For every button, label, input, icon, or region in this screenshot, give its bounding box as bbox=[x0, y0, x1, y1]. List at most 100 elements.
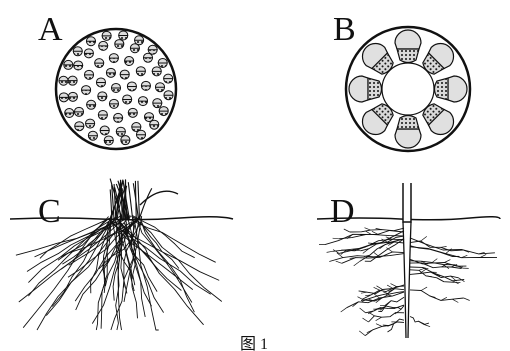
dicot-stem-cross-section bbox=[346, 27, 470, 151]
vascular-bundle bbox=[141, 81, 150, 90]
vascular-bundle bbox=[65, 109, 74, 118]
rootlet bbox=[376, 324, 382, 327]
vascular-bundle bbox=[102, 31, 111, 40]
monocot-stem-cross-section bbox=[56, 29, 176, 149]
vascular-bundle bbox=[395, 116, 421, 149]
vascular-bundle bbox=[143, 53, 152, 62]
panel-label-a: A bbox=[38, 11, 63, 48]
rootlet bbox=[365, 231, 371, 235]
vascular-bundle bbox=[153, 99, 162, 108]
rootlet bbox=[395, 309, 401, 314]
vascular-bundle bbox=[128, 108, 137, 117]
vascular-bundle bbox=[136, 67, 145, 76]
grass-blade bbox=[140, 191, 178, 205]
rootlet bbox=[480, 254, 486, 257]
lateral-root bbox=[369, 313, 405, 322]
rootlet bbox=[327, 251, 333, 252]
rootlet bbox=[333, 238, 339, 239]
vascular-bundle bbox=[88, 131, 97, 140]
vascular-bundle bbox=[150, 120, 159, 129]
figure-caption: 图 1 bbox=[240, 336, 268, 351]
vascular-bundle bbox=[158, 58, 167, 67]
vascular-bundle bbox=[68, 92, 77, 101]
rootlet bbox=[354, 261, 360, 266]
rootlet bbox=[360, 308, 366, 313]
vascular-bundle bbox=[114, 113, 123, 122]
stem-d bbox=[403, 183, 411, 222]
vascular-bundle bbox=[125, 57, 134, 66]
rootlet bbox=[421, 287, 427, 290]
panel-label-c: C bbox=[38, 193, 61, 230]
rootlet bbox=[372, 231, 378, 234]
lateral-root bbox=[410, 238, 495, 254]
vascular-bundle bbox=[148, 45, 157, 54]
vascular-bundle bbox=[74, 61, 83, 70]
rootlet bbox=[374, 287, 380, 290]
rootlet bbox=[424, 325, 430, 327]
rootlet bbox=[376, 317, 382, 321]
rootlet bbox=[341, 308, 347, 312]
vascular-bundle bbox=[106, 68, 115, 77]
lateral-root bbox=[360, 242, 404, 262]
vascular-bundle bbox=[109, 54, 118, 63]
grass-shoots bbox=[110, 179, 178, 220]
vascular-bundle bbox=[115, 40, 124, 49]
vascular-bundle bbox=[155, 83, 164, 92]
vascular-bundle bbox=[95, 59, 104, 68]
vascular-bundle bbox=[73, 47, 82, 56]
vascular-bundle bbox=[138, 97, 147, 106]
rootlet bbox=[365, 228, 371, 230]
taproot-system bbox=[319, 222, 497, 338]
rootlet bbox=[336, 261, 342, 263]
vascular-bundle bbox=[85, 70, 94, 79]
vascular-bundle bbox=[86, 119, 95, 128]
rootlet bbox=[363, 318, 369, 322]
rootlet bbox=[444, 260, 450, 263]
panel-d: D bbox=[317, 183, 500, 338]
vascular-bundle bbox=[75, 107, 84, 116]
vascular-bundle bbox=[98, 110, 107, 119]
vascular-bundle bbox=[112, 84, 121, 93]
vascular-bundle bbox=[109, 99, 118, 108]
vascular-bundle bbox=[349, 76, 382, 102]
rootlet bbox=[464, 298, 470, 301]
vascular-bundle bbox=[64, 60, 73, 69]
rootlet bbox=[452, 299, 458, 302]
vascular-bundle bbox=[164, 74, 173, 83]
vascular-bundle bbox=[98, 92, 107, 101]
vascular-bundle bbox=[59, 76, 68, 85]
vascular-bundle bbox=[68, 76, 77, 85]
rootlet bbox=[368, 312, 374, 316]
panel-b: B bbox=[333, 11, 470, 151]
vascular-bundle bbox=[96, 78, 105, 87]
panel-a: A bbox=[38, 11, 176, 149]
vascular-bundle bbox=[164, 91, 173, 100]
vascular-bundle bbox=[82, 86, 91, 95]
rootlet bbox=[421, 236, 427, 241]
vascular-bundle bbox=[104, 136, 113, 145]
panel-label-d: D bbox=[330, 193, 355, 230]
vascular-bundle bbox=[59, 93, 68, 102]
vascular-bundle bbox=[137, 130, 146, 139]
vascular-bundle bbox=[123, 95, 132, 104]
rootlet bbox=[419, 268, 425, 270]
panel-c: C bbox=[10, 179, 233, 330]
vascular-bundle bbox=[100, 126, 109, 135]
vascular-bundle bbox=[135, 36, 144, 45]
vascular-bundle bbox=[116, 127, 125, 136]
vascular-bundle bbox=[86, 37, 95, 46]
panel-label-b: B bbox=[333, 11, 356, 48]
vascular-bundle bbox=[395, 30, 421, 63]
rootlet bbox=[387, 285, 393, 288]
vascular-bundle bbox=[87, 100, 96, 109]
rootlet bbox=[359, 331, 365, 336]
lateral-root bbox=[410, 270, 454, 283]
rootlet bbox=[358, 297, 364, 300]
lateral-root bbox=[378, 297, 404, 311]
vascular-bundle bbox=[84, 49, 93, 58]
vascular-bundle bbox=[435, 76, 468, 102]
vascular-bundle bbox=[121, 136, 130, 145]
lateral-root bbox=[342, 252, 404, 263]
lateral-root bbox=[410, 317, 429, 325]
